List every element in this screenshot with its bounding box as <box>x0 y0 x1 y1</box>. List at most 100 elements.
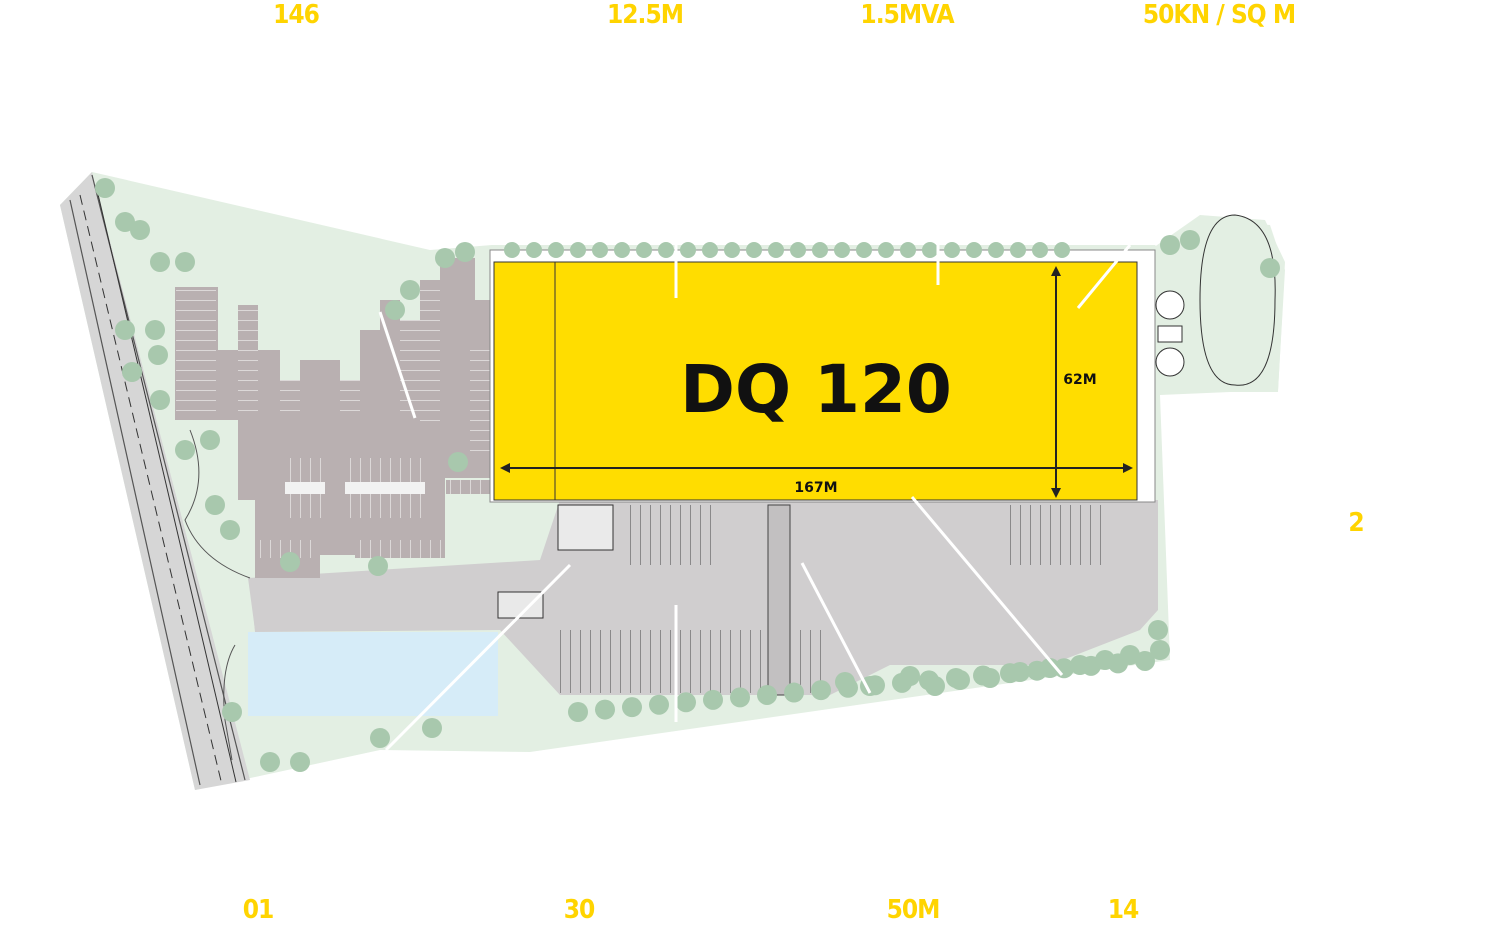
tree <box>925 676 945 696</box>
tree <box>1180 230 1200 250</box>
tree <box>150 252 170 272</box>
yard-paving <box>248 500 1158 695</box>
tree <box>400 280 420 300</box>
tree <box>768 242 784 258</box>
length-dimension <box>500 463 1133 473</box>
tree <box>1010 242 1026 258</box>
tree <box>592 242 608 258</box>
tree <box>220 520 240 540</box>
stat-bottom-2: 30 <box>563 895 596 925</box>
tree <box>280 552 300 572</box>
tree <box>260 752 280 772</box>
tree <box>834 242 850 258</box>
tree <box>950 670 970 690</box>
tree <box>746 242 762 258</box>
tree <box>835 672 855 692</box>
tree <box>757 684 777 705</box>
warehouse-unit <box>493 261 1138 501</box>
tree <box>1040 658 1060 678</box>
tree <box>422 718 442 738</box>
tree <box>636 242 652 258</box>
tree <box>548 242 564 258</box>
stat-top-4: 50KN / SQ M <box>1142 0 1296 30</box>
tree <box>568 702 588 722</box>
tree <box>900 242 916 258</box>
tree <box>614 242 630 258</box>
tree <box>122 362 142 382</box>
tree <box>676 692 696 713</box>
stat-top-3: 1.5MVA <box>860 0 954 30</box>
tree <box>130 220 150 240</box>
tree <box>370 728 390 748</box>
stat-bottom-3: 50M <box>886 895 941 925</box>
tree <box>730 687 750 708</box>
tree <box>649 694 669 715</box>
tree <box>811 680 831 701</box>
stat-bottom-1: 01 <box>242 895 275 925</box>
tree <box>115 320 135 340</box>
stat-bottom-4: 14 <box>1107 895 1140 925</box>
tree <box>790 242 806 258</box>
tree <box>150 390 170 410</box>
tree <box>570 242 586 258</box>
tree <box>1150 640 1170 660</box>
tree <box>1054 242 1070 258</box>
width-dimension <box>1051 266 1061 498</box>
tree <box>175 440 195 460</box>
trees <box>95 178 1280 772</box>
entrance-road <box>250 578 500 632</box>
width-label: 62M <box>1063 372 1096 388</box>
tree <box>703 689 723 710</box>
tree <box>526 242 542 258</box>
tree <box>702 242 718 258</box>
tree <box>856 242 872 258</box>
tree <box>1070 655 1090 675</box>
tree <box>200 430 220 450</box>
tree <box>1148 620 1168 640</box>
tree <box>435 248 455 268</box>
attenuation-pond <box>248 632 498 716</box>
tree <box>966 242 982 258</box>
tree <box>784 682 804 703</box>
access-road <box>60 172 250 790</box>
tree <box>658 242 674 258</box>
tree <box>680 242 696 258</box>
tree <box>448 452 468 472</box>
tree <box>145 320 165 340</box>
tree <box>115 212 135 232</box>
stat-top-2: 12.5M <box>607 0 684 30</box>
leader-lines <box>378 240 1132 752</box>
tree <box>148 345 168 365</box>
tree <box>980 668 1000 688</box>
tree <box>878 242 894 258</box>
tree <box>368 556 388 576</box>
tree <box>385 300 405 320</box>
tree <box>95 178 115 198</box>
tree <box>944 242 960 258</box>
tree <box>1135 650 1155 671</box>
stat-top-1: 146 <box>273 0 320 30</box>
tree <box>595 699 615 720</box>
tree <box>1160 235 1180 255</box>
tree <box>222 702 242 722</box>
tree <box>455 242 475 262</box>
tree <box>724 242 740 258</box>
tree <box>1120 645 1140 665</box>
tree <box>1010 662 1030 682</box>
car-park <box>175 258 494 578</box>
tree <box>1095 650 1115 670</box>
tree <box>205 495 225 515</box>
tree <box>290 752 310 772</box>
tree <box>175 252 195 272</box>
tree <box>622 697 642 718</box>
length-label: 167M <box>794 480 837 496</box>
tree <box>812 242 828 258</box>
tree <box>1032 242 1048 258</box>
hgv-parking <box>558 504 1105 696</box>
tree <box>1260 258 1280 278</box>
tree <box>988 242 1004 258</box>
tree <box>922 242 938 258</box>
building-name: DQ 120 <box>680 351 952 428</box>
tree <box>900 666 920 686</box>
